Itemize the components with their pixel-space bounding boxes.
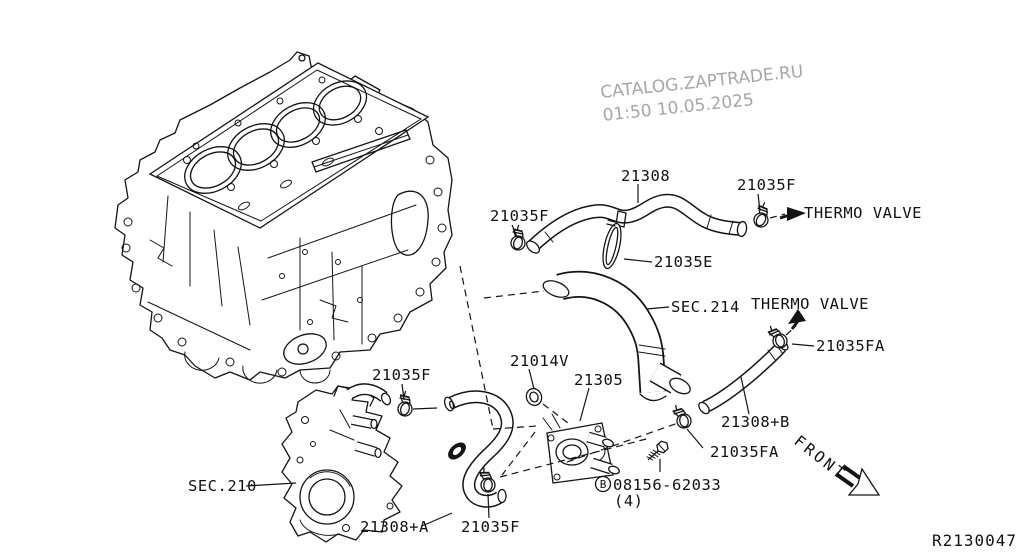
label-thermo-valve-top: THERMO VALVE: [804, 204, 922, 222]
label-sec214: SEC.214: [671, 298, 740, 316]
hose-21308a: [443, 390, 514, 508]
bolt-prefix-circle: [594, 475, 612, 493]
hose-clamp-icon: [668, 401, 695, 432]
oil-cooler-21305: [542, 413, 620, 484]
label-front: FRONT: [791, 432, 851, 484]
clamp-21035e-icon: [602, 219, 622, 270]
label-21035fa-bottom: 21035FA: [710, 443, 779, 461]
water-pump-drawing: [281, 383, 403, 543]
label-sec210: SEC.210: [188, 477, 257, 495]
pipe-sec214: [542, 270, 691, 402]
oring-21014v: [525, 387, 543, 407]
label-21035f-left: 21035F: [490, 207, 549, 225]
bolt-08156-icon: [646, 440, 669, 461]
label-bolt-qty: (4): [614, 492, 644, 510]
assembly-dashed-lines: [459, 213, 797, 478]
label-21308a: 21308+A: [360, 518, 429, 536]
hose-21308b: [698, 339, 789, 415]
label-21035f-mid: 21035F: [372, 366, 431, 384]
label-21014v: 21014V: [510, 352, 569, 370]
label-21308: 21308: [621, 167, 670, 185]
leader-lines: [245, 184, 815, 527]
label-thermo-valve-mid: THERMO VALVE: [751, 295, 869, 313]
label-21035e: 21035E: [654, 253, 713, 271]
label-bolt-prefix: B: [600, 478, 607, 491]
label-21035fa-top: 21035FA: [816, 337, 885, 355]
drawing-reference-number: R2130047: [932, 531, 1017, 550]
label-21035f-top-right: 21035F: [737, 176, 796, 194]
thermo-valve-arrow-mid: [788, 309, 806, 330]
engine-block-drawing: [114, 51, 453, 384]
hose-21308: [526, 193, 748, 254]
thermo-valve-arrow-top: [779, 207, 806, 221]
label-21305: 21305: [574, 371, 623, 389]
front-direction-arrow: [834, 464, 881, 496]
label-21308b: 21308+B: [721, 413, 790, 431]
label-bolt-number: 08156-62033: [613, 476, 721, 494]
label-21035f-bottom: 21035F: [461, 518, 520, 536]
hose-clamp-icon: [752, 200, 772, 229]
watermark: CATALOG.ZAPTRADE.RU 01:50 10.05.2025: [599, 62, 804, 126]
hose-clamp-icon: [397, 390, 413, 417]
part-labels: 21308 21035F THERMO VALVE 21035F 21035E …: [188, 167, 1017, 550]
